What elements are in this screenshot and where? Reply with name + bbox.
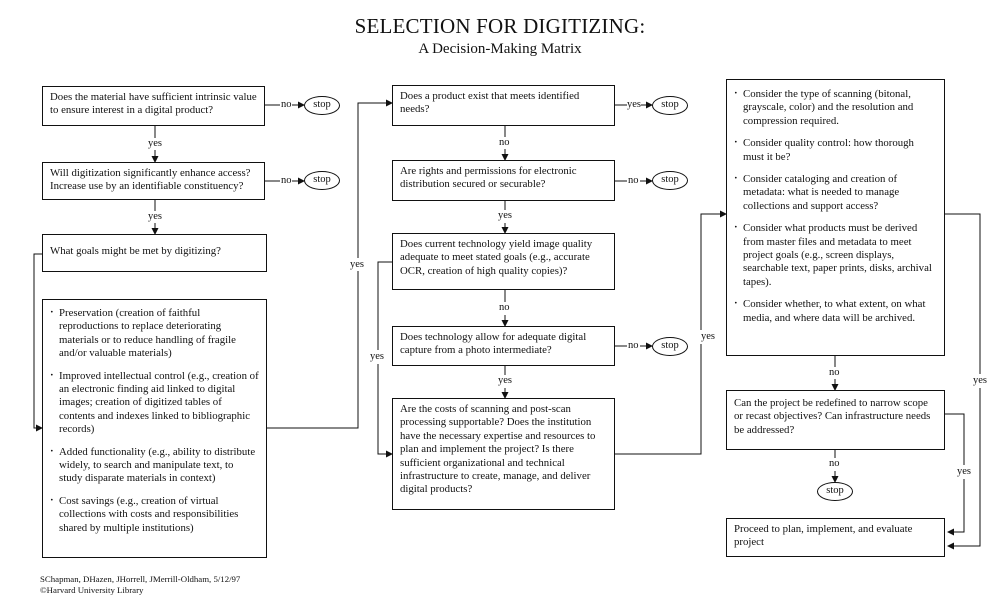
intrinsic-value-question: Does the material have sufficient intrin…: [50, 91, 257, 117]
no-label: no: [281, 99, 292, 111]
connector: [615, 344, 702, 455]
technology-quality-question: Does current technology yield image qual…: [400, 238, 593, 277]
connector: [377, 364, 393, 458]
redefine-question: Can the project be redefined to narrow s…: [734, 397, 931, 436]
goal-added-functionality: Added functionality (e.g., ability to di…: [50, 445, 259, 486]
no-label: no: [829, 367, 840, 379]
credit-library: ©Harvard University Library: [40, 584, 144, 595]
proceed-box: Proceed to plan, implement, and evaluate…: [726, 518, 945, 557]
connector: [945, 413, 965, 465]
yes-label: yes: [627, 99, 641, 111]
no-label: no: [628, 175, 639, 187]
credit-authors: SChapman, DHazen, JHorrell, JMerrill-Old…: [40, 574, 241, 584]
no-label: no: [281, 175, 292, 187]
yes-label: yes: [148, 138, 162, 150]
consider-cataloging-metadata: Consider cataloging and creation of meta…: [734, 172, 937, 213]
connector: [947, 479, 965, 536]
photo-intermediate-question-box: Does technology allow for adequate digit…: [392, 326, 615, 366]
yes-label: yes: [148, 211, 162, 223]
consider-derived-products: Consider what products must be derived f…: [734, 221, 937, 289]
rights-question-box: Are rights and permissions for electroni…: [392, 160, 615, 201]
yes-label: yes: [350, 259, 364, 271]
goals-question: What goals might be met by digitizing?: [50, 245, 221, 257]
yes-label: yes: [701, 331, 715, 343]
product-exists-question-box: Does a product exist that meets identifi…: [392, 85, 615, 126]
credit-footer: SChapman, DHazen, JHorrell, JMerrill-Old…: [40, 574, 240, 595]
consider-quality-control: Consider quality control: how thorough m…: [734, 136, 937, 164]
enhance-access-question-box: Will digitization significantly enhance …: [42, 162, 265, 200]
stop-oval: stop: [652, 96, 688, 115]
diagram-title: SELECTION FOR DIGITIZING:: [354, 14, 646, 38]
stop-oval: stop: [652, 337, 688, 356]
connector: [33, 253, 43, 432]
stop-oval: stop: [817, 482, 853, 501]
photo-intermediate-question: Does technology allow for adequate digit…: [400, 331, 587, 357]
yes-label: yes: [498, 210, 512, 222]
no-label: no: [499, 137, 510, 149]
stop-oval: stop: [652, 171, 688, 190]
connector: [947, 388, 981, 550]
stop-oval: stop: [304, 171, 340, 190]
no-label: no: [829, 458, 840, 470]
no-label: no: [499, 302, 510, 314]
costs-question: Are the costs of scanning and post-scan …: [400, 403, 596, 496]
consider-scanning-type: Consider the type of scanning (bitonal, …: [734, 87, 937, 128]
yes-label: yes: [498, 375, 512, 387]
goal-intellectual-control: Improved intellectual control (e.g., cre…: [50, 369, 259, 437]
rights-question: Are rights and permissions for electroni…: [400, 165, 577, 191]
product-exists-question: Does a product exist that meets identifi…: [400, 90, 580, 116]
costs-question-box: Are the costs of scanning and post-scan …: [392, 398, 615, 510]
stop-oval: stop: [304, 96, 340, 115]
proceed-statement: Proceed to plan, implement, and evaluate…: [734, 523, 913, 549]
yes-label: yes: [370, 351, 384, 363]
technology-quality-question-box: Does current technology yield image qual…: [392, 233, 615, 290]
connector: [945, 213, 981, 374]
yes-label: yes: [957, 466, 971, 478]
redefine-question-box: Can the project be redefined to narrow s…: [726, 390, 945, 450]
connector: [700, 210, 727, 330]
enhance-access-question: Will digitization significantly enhance …: [50, 167, 251, 193]
considerations-box: Consider the type of scanning (bitonal, …: [726, 79, 945, 356]
connector: [377, 261, 392, 350]
diagram-subtitle: A Decision-Making Matrix: [418, 41, 582, 57]
goals-question-box: What goals might be met by digitizing?: [42, 234, 267, 272]
intrinsic-value-question-box: Does the material have sufficient intrin…: [42, 86, 265, 126]
connector: [267, 270, 359, 429]
connector: [357, 99, 393, 258]
no-label: no: [628, 340, 639, 352]
yes-label: yes: [973, 375, 987, 387]
goals-list-box: Preservation (creation of faithful repro…: [42, 299, 267, 558]
goal-preservation: Preservation (creation of faithful repro…: [50, 306, 259, 361]
goal-cost-savings: Cost savings (e.g., creation of virtual …: [50, 494, 259, 535]
consider-archiving: Consider whether, to what extent, on wha…: [734, 297, 937, 325]
